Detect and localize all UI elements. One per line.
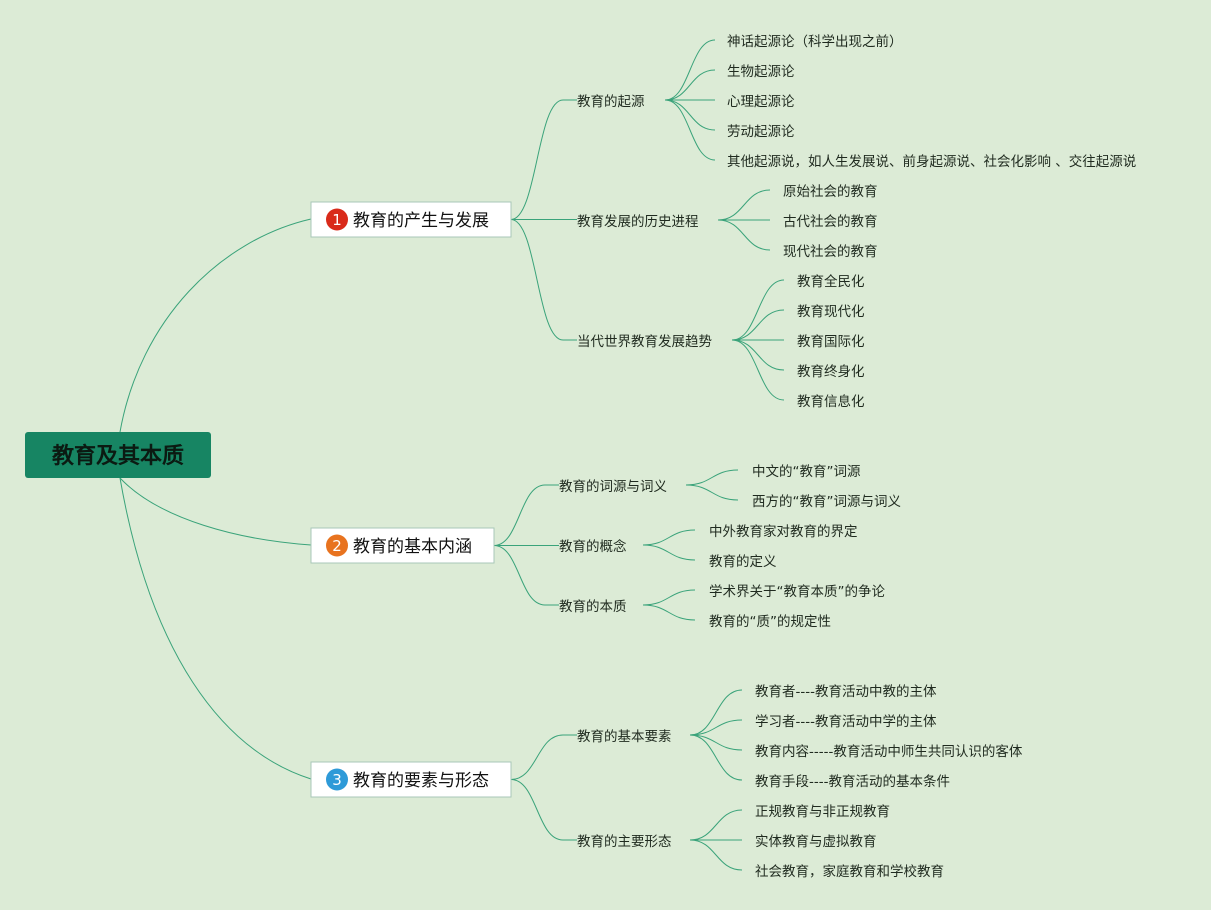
badge-2-icon: [326, 534, 348, 557]
badge-3-icon: [326, 768, 348, 791]
sub-node-1-3[interactable]: 当代世界教育发展趋势: [577, 334, 712, 350]
root-link-1: [119, 218, 312, 433]
connector-line-12: [717, 219, 771, 251]
connector-line-35: [689, 734, 743, 751]
connector-line-24: [685, 484, 739, 501]
connector-line-29: [510, 734, 564, 780]
leaf-3-1-2[interactable]: 学习者----教育活动中学的主体: [755, 714, 937, 730]
connector-line-33: [689, 689, 743, 736]
connector-line-34: [689, 719, 743, 736]
root-link-3: [119, 477, 312, 780]
connector-line-3: [510, 219, 564, 341]
sub-node-2-2[interactable]: 教育的概念: [559, 538, 627, 555]
connector-line-18: [493, 484, 546, 546]
connector-line-28: [642, 604, 696, 621]
connector-line-27: [642, 589, 696, 606]
root-node-box: [25, 432, 211, 478]
leaf-1-3-5[interactable]: 教育信息化: [797, 393, 865, 410]
leaf-1-3-4[interactable]: 教育终身化: [797, 364, 865, 380]
leaf-2-2-1[interactable]: 中外教育家对教育的界定: [709, 523, 858, 540]
leaf-3-2-3[interactable]: 社会教育，家庭教育和学校教育: [755, 863, 944, 880]
leaf-1-1-5[interactable]: 其他起源说，如人生发展说、前身起源说、社会化影响 、交往起源说: [727, 153, 1136, 170]
connector-line-9: [664, 99, 716, 161]
leaf-1-1-4[interactable]: 劳动起源论: [727, 124, 795, 140]
sub-node-2-1[interactable]: 教育的词源与词义: [559, 479, 667, 495]
sub-node-3-2[interactable]: 教育的主要形态: [577, 834, 672, 850]
leaf-1-3-1[interactable]: 教育全民化: [797, 273, 865, 290]
connector-line-6: [664, 69, 716, 101]
connector-line-13: [731, 279, 785, 341]
leaf-1-3-2[interactable]: 教育现代化: [797, 304, 865, 320]
connector-line-5: [664, 39, 716, 101]
root-node-label: 教育及其本质: [52, 443, 184, 469]
badge-1-number: 1: [332, 211, 342, 229]
connector-line-0: [510, 99, 564, 220]
connector-lines: [119, 39, 785, 871]
branch-node-3[interactable]: 3 教育的要素与形态: [310, 761, 512, 798]
badge-3-number: 3: [332, 771, 342, 789]
connector-line-16: [731, 339, 785, 371]
branch-node-1[interactable]: 1 教育的产生与发展: [310, 201, 512, 238]
connector-line-25: [642, 529, 696, 546]
connector-line-10: [717, 189, 771, 221]
leaf-3-1-1[interactable]: 教育者----教育活动中教的主体: [755, 684, 937, 700]
connector-line-36: [689, 734, 743, 781]
leaf-2-1-2[interactable]: 西方的“教育”词源与词义: [752, 494, 901, 510]
leaf-3-1-4[interactable]: 教育手段----教育活动的基本条件: [755, 773, 950, 790]
sub-node-1-1[interactable]: 教育的起源: [577, 94, 645, 110]
leaf-3-2-2[interactable]: 实体教育与虚拟教育: [755, 834, 877, 850]
root-link-2: [119, 477, 312, 546]
sub-node-1-2[interactable]: 教育发展的历史进程: [577, 214, 699, 230]
connector-line-23: [685, 469, 739, 486]
leaf-2-1-1[interactable]: 中文的“教育”词源: [752, 464, 861, 480]
leaf-1-2-3[interactable]: 现代社会的教育: [783, 244, 878, 260]
sub-node-2-3[interactable]: 教育的本质: [559, 599, 627, 615]
branch-node-3-label: 教育的要素与形态: [353, 771, 489, 791]
sub-node-3-1[interactable]: 教育的基本要素: [577, 728, 672, 745]
leaf-2-3-2[interactable]: 教育的“质”的规定性: [709, 614, 831, 630]
leaf-1-3-3[interactable]: 教育国际化: [797, 334, 865, 350]
leaf-1-2-2[interactable]: 古代社会的教育: [783, 214, 878, 230]
connector-line-39: [689, 839, 743, 871]
branch-node-2[interactable]: 2 教育的基本内涵: [310, 527, 495, 564]
leaf-1-2-1[interactable]: 原始社会的教育: [783, 184, 878, 200]
connector-line-8: [664, 99, 716, 131]
badge-1-icon: [326, 208, 348, 231]
branch-node-1-label: 教育的产生与发展: [353, 211, 489, 231]
connector-line-14: [731, 309, 785, 341]
connector-line-17: [731, 339, 785, 401]
leaf-3-1-3[interactable]: 教育内容-----教育活动中师生共同认识的客体: [755, 743, 1023, 760]
leaf-3-2-1[interactable]: 正规教育与非正规教育: [755, 804, 890, 820]
badge-2-number: 2: [332, 537, 342, 555]
branch-node-2-label: 教育的基本内涵: [353, 537, 472, 557]
connector-line-31: [510, 779, 564, 841]
connector-line-21: [493, 545, 546, 606]
root-node[interactable]: 教育及其本质: [25, 432, 211, 478]
branch-node-1-box: [310, 201, 512, 238]
connector-line-26: [642, 544, 696, 561]
leaf-2-3-1[interactable]: 学术界关于“教育本质”的争论: [709, 584, 885, 600]
connector-line-37: [689, 809, 743, 841]
leaf-1-1-2[interactable]: 生物起源论: [727, 64, 795, 80]
leaf-1-1-1[interactable]: 神话起源论（科学出现之前）: [727, 33, 903, 50]
leaf-2-2-2[interactable]: 教育的定义: [709, 554, 777, 570]
leaf-1-1-3[interactable]: 心理起源论: [727, 94, 795, 110]
